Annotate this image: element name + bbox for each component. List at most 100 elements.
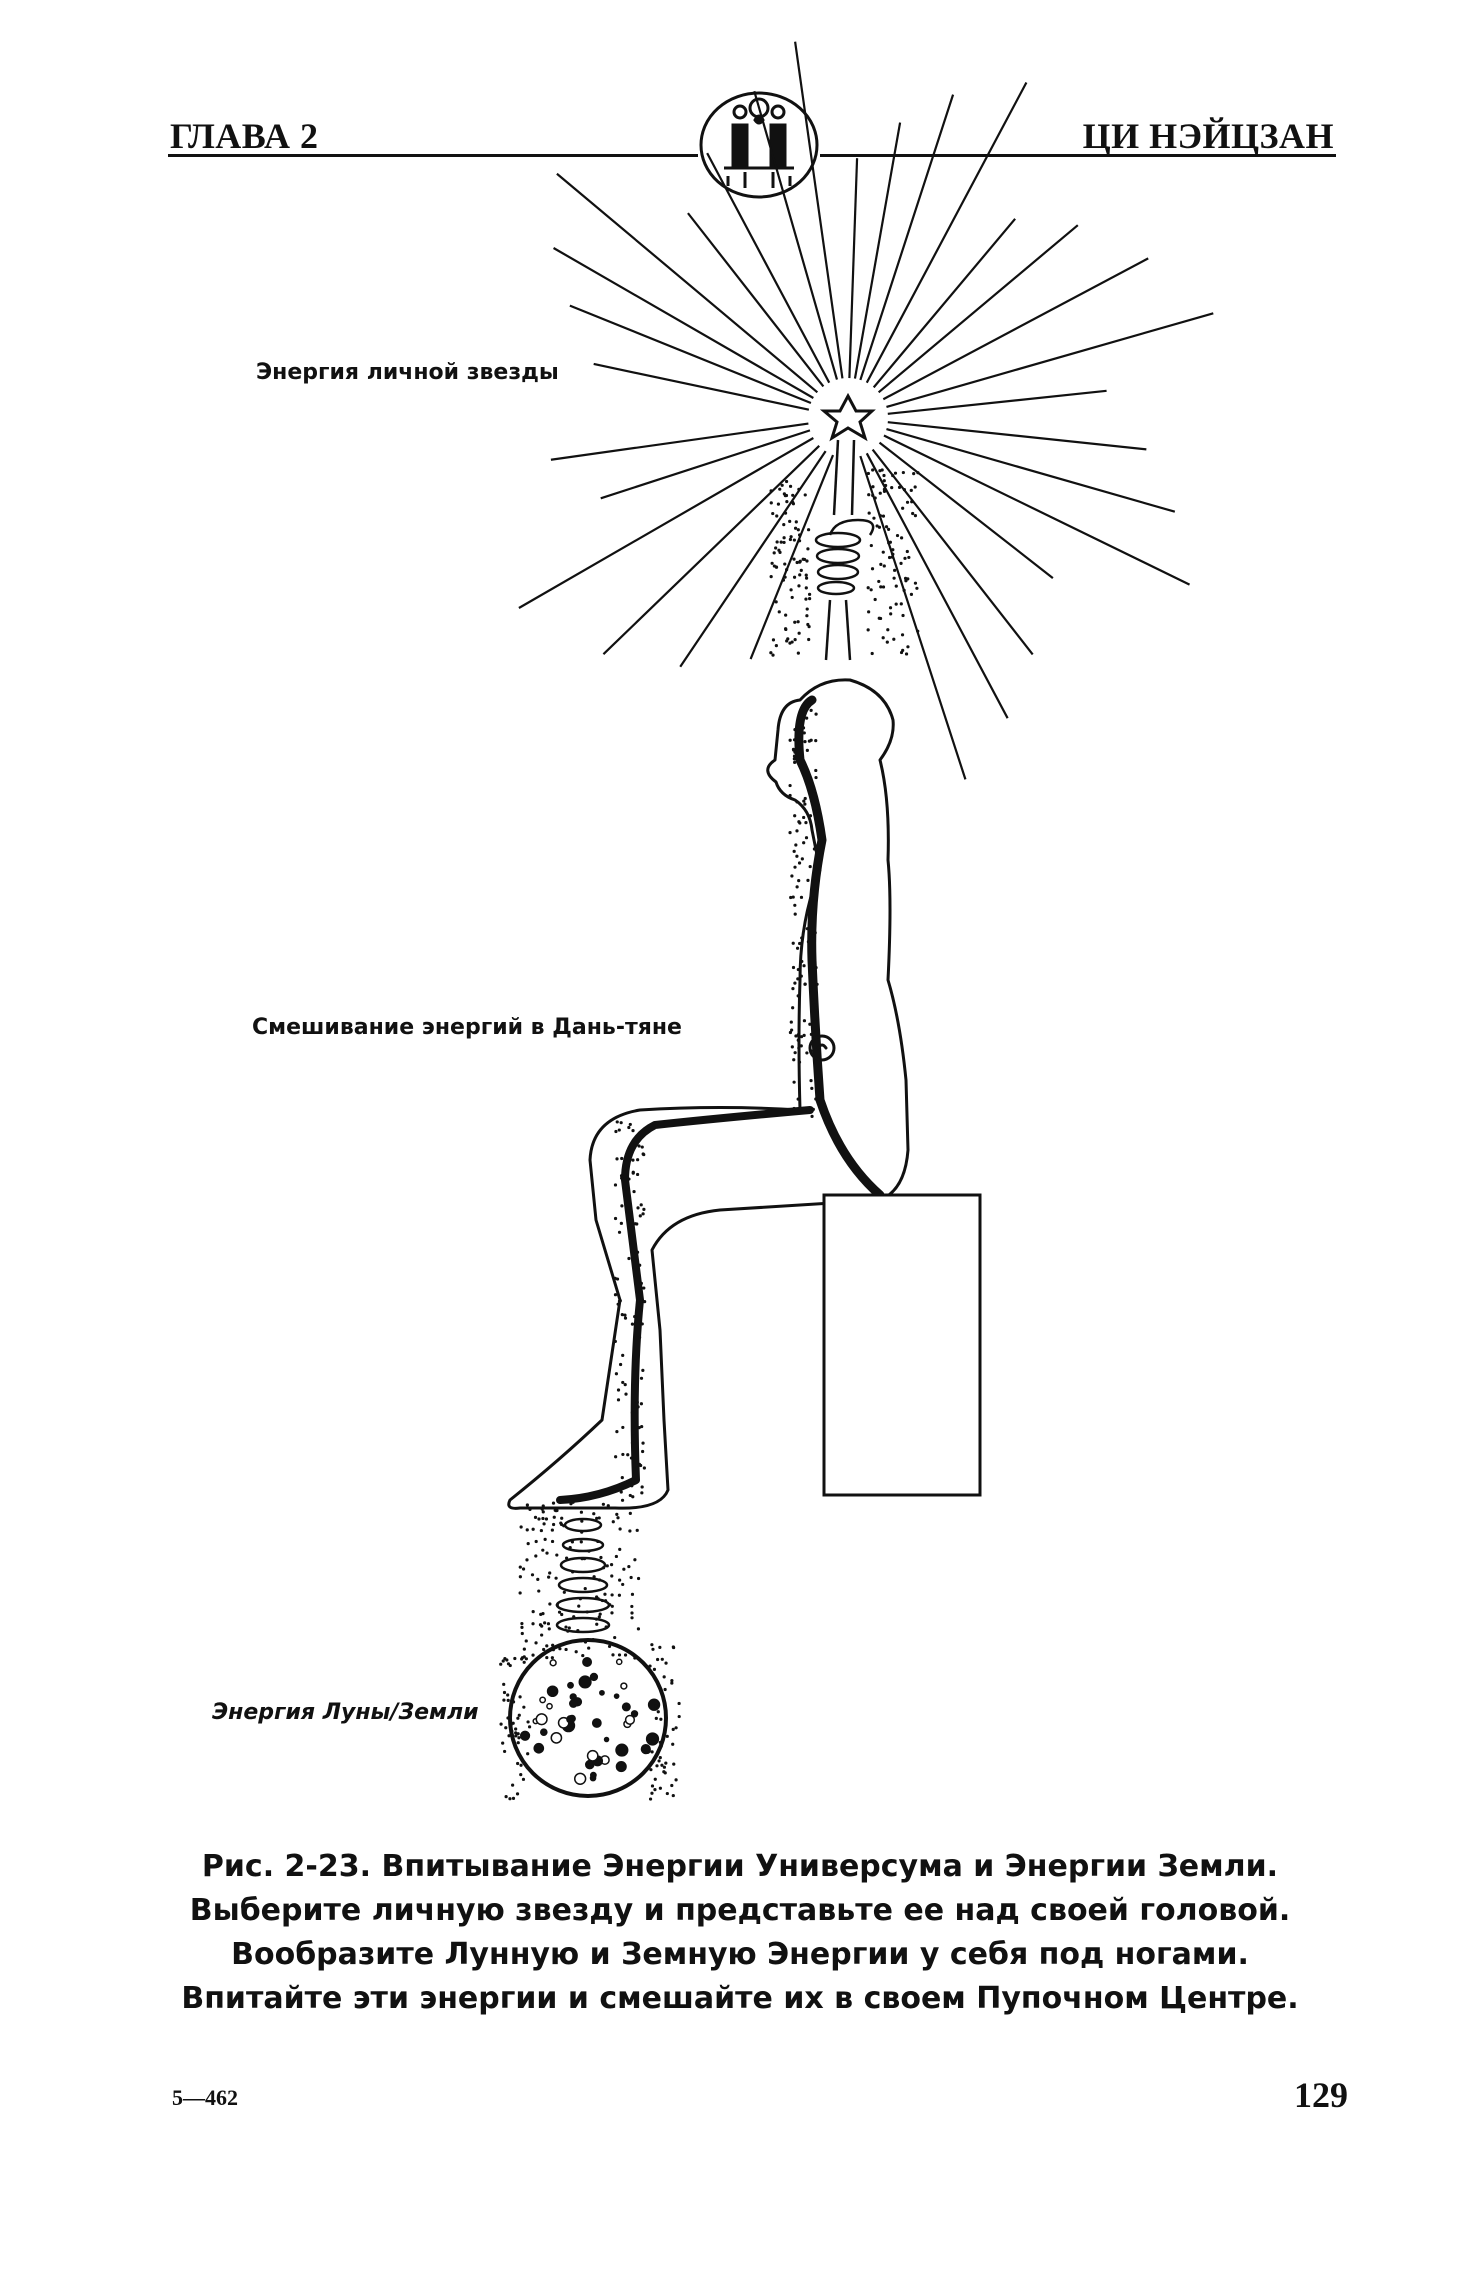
stipple-dot <box>793 903 797 907</box>
emblem-icon <box>699 91 819 199</box>
header-rule-left <box>168 154 698 157</box>
stipple-dot <box>642 1207 646 1211</box>
moon-crater <box>535 1713 548 1726</box>
stipple-dot <box>804 576 809 580</box>
stipple-dot <box>793 728 797 732</box>
stipple-dot <box>902 488 907 492</box>
stipple-dot <box>793 865 797 869</box>
stipple-dot <box>916 471 920 475</box>
stipple-dot <box>665 1734 669 1738</box>
stipple-dot <box>814 712 818 716</box>
stipple-dot <box>526 1752 530 1756</box>
stipple-dot <box>631 1495 635 1499</box>
stipple-dot <box>806 1108 810 1112</box>
stipple-dot <box>879 562 883 566</box>
stipple-dot <box>617 1593 622 1597</box>
stipple-dot <box>607 1644 612 1649</box>
stipple-dot <box>804 836 809 840</box>
stipple-dot <box>618 1578 622 1582</box>
moon-crater <box>519 1730 531 1741</box>
stipple-dot <box>901 470 905 475</box>
stipple-dot <box>526 1542 530 1546</box>
star-ray <box>883 434 1191 586</box>
stipple-dot <box>805 559 809 563</box>
caption-line: Рис. 2-23. Впитывание Энергии Универсума… <box>201 1849 1279 1884</box>
stipple-dot <box>619 1490 623 1494</box>
stipple-dot <box>782 523 786 527</box>
stipple-dot <box>784 627 788 631</box>
stipple-dot <box>791 493 795 497</box>
star-icon <box>518 41 1214 780</box>
stipple-dot <box>670 1783 674 1788</box>
stipple-dot <box>534 1641 538 1645</box>
stipple-dot <box>640 1491 644 1495</box>
stipple-dot <box>904 652 909 656</box>
stipple-dot <box>664 1661 668 1665</box>
stipple-dot <box>801 726 806 730</box>
star-ray <box>871 448 1034 656</box>
stipple-dot <box>583 1640 588 1644</box>
moon-crater <box>647 1698 661 1711</box>
moon-crater <box>546 1685 559 1698</box>
stipple-dot <box>658 1740 662 1745</box>
stipple-dot <box>637 1426 641 1430</box>
stipple-dot <box>793 814 797 818</box>
stipple-dot <box>869 588 873 592</box>
stipple-dot <box>541 1510 545 1514</box>
stipple-dot <box>894 584 898 588</box>
stipple-dot <box>905 549 909 554</box>
stipple-dot <box>811 1107 815 1111</box>
stipple-dot <box>871 468 875 472</box>
stipple-dot <box>571 1500 575 1504</box>
stipple-dot <box>901 613 905 618</box>
stipple-dot <box>516 1732 520 1736</box>
stipple-dot <box>555 1553 559 1557</box>
stipple-dot <box>623 1192 628 1197</box>
stipple-dot <box>623 1383 627 1387</box>
stipple-dot <box>539 1612 543 1617</box>
stipple-dot <box>809 1032 813 1036</box>
stipple-dot <box>587 1646 591 1650</box>
stipple-dot <box>796 1038 800 1042</box>
stipple-dot <box>635 1400 639 1404</box>
stipple-dot <box>545 1644 549 1648</box>
stipple-dot <box>793 1051 797 1055</box>
stipple-dot <box>805 614 809 618</box>
stipple-dot <box>884 483 888 488</box>
stipple-dot <box>796 651 800 655</box>
stipple-dot <box>806 547 810 551</box>
stipple-dot <box>633 1222 637 1226</box>
stipple-dot <box>886 628 890 632</box>
seated-figure <box>507 678 910 1510</box>
stipple-dot <box>579 1540 583 1544</box>
stipple-dot <box>636 1627 641 1631</box>
stipple-dot <box>517 1713 521 1717</box>
stipple-dot <box>619 1362 623 1367</box>
stipple-dot <box>518 1695 522 1699</box>
moon-crater <box>621 1702 631 1712</box>
stipple-dot <box>777 610 781 614</box>
stipple-dot <box>605 1564 609 1568</box>
stipple-dot <box>788 484 793 488</box>
stipple-dot <box>912 472 916 476</box>
stipple-dot <box>660 1763 664 1767</box>
stipple-dot <box>802 1033 806 1037</box>
stipple-dot <box>794 843 798 847</box>
stipple-dot <box>596 1539 600 1544</box>
stipple-dot <box>792 1106 796 1111</box>
stipple-dot <box>878 469 882 473</box>
stipple-dot <box>889 612 893 616</box>
stipple-dot <box>888 606 893 610</box>
stipple-dot <box>552 1522 556 1527</box>
stipple-dot <box>806 878 810 882</box>
stipple-dot <box>543 1621 547 1625</box>
stipple-dot <box>806 940 811 944</box>
stipple-dot <box>871 485 875 489</box>
stipple-dot <box>514 1731 518 1735</box>
stipple-dot <box>811 979 815 983</box>
stipple-dot <box>506 1693 510 1697</box>
stipple-dot <box>877 579 881 584</box>
star-ray <box>550 422 809 461</box>
stipple-dot <box>531 1653 535 1657</box>
stipple-dot <box>799 1035 804 1039</box>
